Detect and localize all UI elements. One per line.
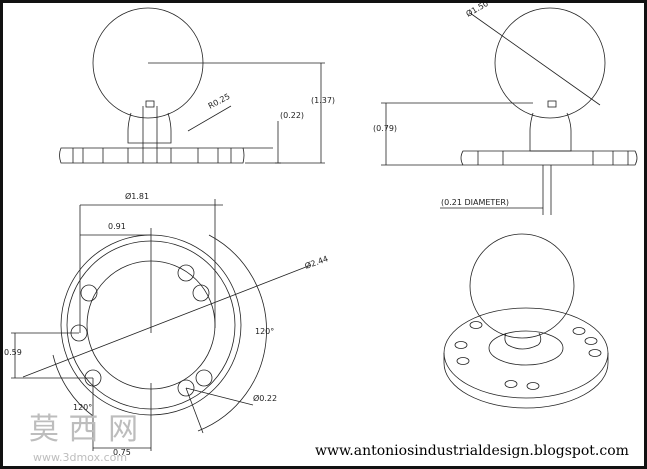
watermark-url: www.3dmox.com xyxy=(33,451,127,464)
neck-outline xyxy=(127,112,172,144)
label-dia181: Ø1.81 xyxy=(125,191,149,201)
label-d137: (1.37) xyxy=(311,96,335,105)
mounting-hole xyxy=(504,380,518,388)
label-d021: (0.21 DIAMETER) xyxy=(441,198,509,207)
label-d022-top: (0.22) xyxy=(280,111,304,120)
label-d091: 0.91 xyxy=(108,222,126,231)
mounting-hole xyxy=(195,369,213,387)
plan-view xyxy=(11,199,312,451)
website-text: www.antoniosindustrialdesign.blogspot.co… xyxy=(315,443,629,459)
base-plate xyxy=(59,147,245,164)
side-elevation-view xyxy=(381,7,638,215)
technical-drawing: R0.25 (0.22) (1.37) Ø1.50 (0.79) (0.21 D… xyxy=(4,3,638,464)
ball-outline xyxy=(469,233,575,339)
label-d075: 0.75 xyxy=(113,448,131,457)
label-d059: 0.59 xyxy=(4,348,22,357)
mounting-hole xyxy=(80,284,98,302)
label-dia244: Ø2.44 xyxy=(303,253,329,271)
label-dia022: Ø0.22 xyxy=(253,393,277,403)
base-plate xyxy=(460,150,638,166)
ball-outline xyxy=(494,7,606,119)
front-elevation-view xyxy=(59,7,325,164)
mounting-hole xyxy=(588,349,602,357)
mounting-hole xyxy=(456,357,470,365)
mounting-hole xyxy=(572,327,586,335)
mounting-hole xyxy=(192,284,210,302)
mounting-hole xyxy=(469,321,483,329)
label-120-right: 120° xyxy=(255,327,274,336)
mounting-hole xyxy=(177,379,195,397)
watermark-chars: 莫 西 网 xyxy=(29,412,138,447)
mounting-hole xyxy=(177,264,195,282)
isometric-view xyxy=(443,233,609,409)
mounting-hole xyxy=(454,341,468,349)
mounting-hole xyxy=(584,337,598,345)
mounting-hole xyxy=(526,382,540,390)
label-dia150: Ø1.50 xyxy=(464,3,490,19)
label-d079: (0.79) xyxy=(373,124,397,133)
label-120-left: 120° xyxy=(73,403,92,412)
base-plate-top xyxy=(443,307,609,399)
